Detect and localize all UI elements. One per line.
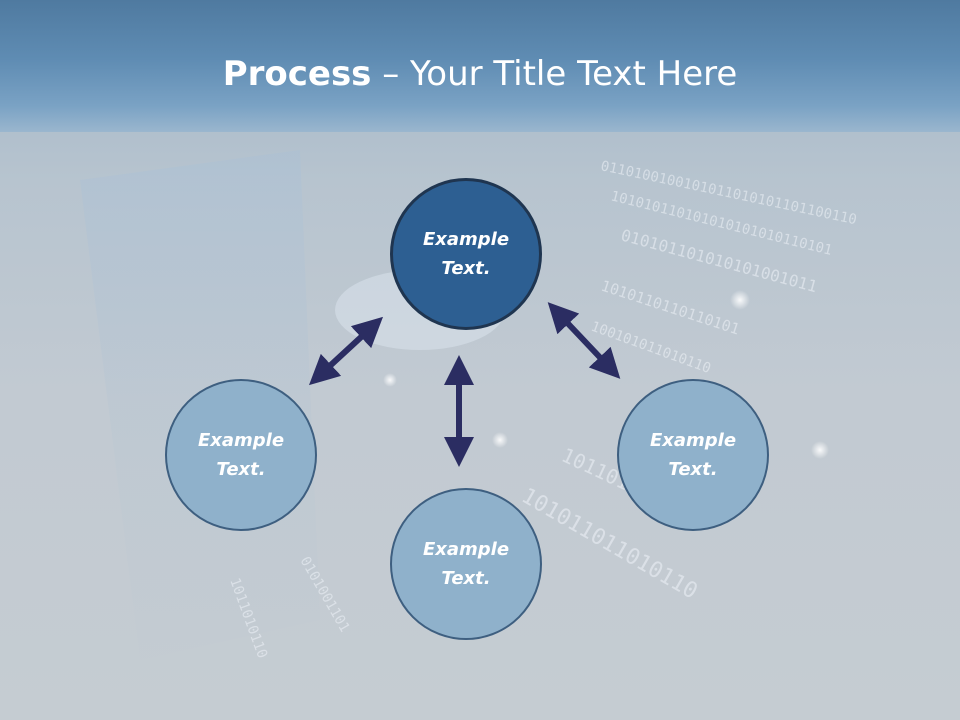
node-top: Example Text. bbox=[390, 178, 542, 330]
slide-title-bold: Process bbox=[222, 54, 372, 94]
arrow-left-diagonal bbox=[308, 316, 384, 386]
arrow-right-diagonal bbox=[547, 302, 621, 379]
node-left: Example Text. bbox=[165, 379, 317, 531]
node-top-label: Example Text. bbox=[422, 229, 510, 279]
node-bottom: Example Text. bbox=[390, 488, 542, 640]
slide-title-rest: – Your Title Text Here bbox=[371, 54, 738, 94]
node-right: Example Text. bbox=[617, 379, 769, 531]
title-bar bbox=[0, 0, 960, 132]
node-left-label: Example Text. bbox=[197, 430, 285, 480]
node-bottom-label: Example Text. bbox=[422, 539, 510, 589]
slide-title: Process – Your Title Text Here bbox=[0, 52, 960, 96]
node-right-label: Example Text. bbox=[649, 430, 737, 480]
